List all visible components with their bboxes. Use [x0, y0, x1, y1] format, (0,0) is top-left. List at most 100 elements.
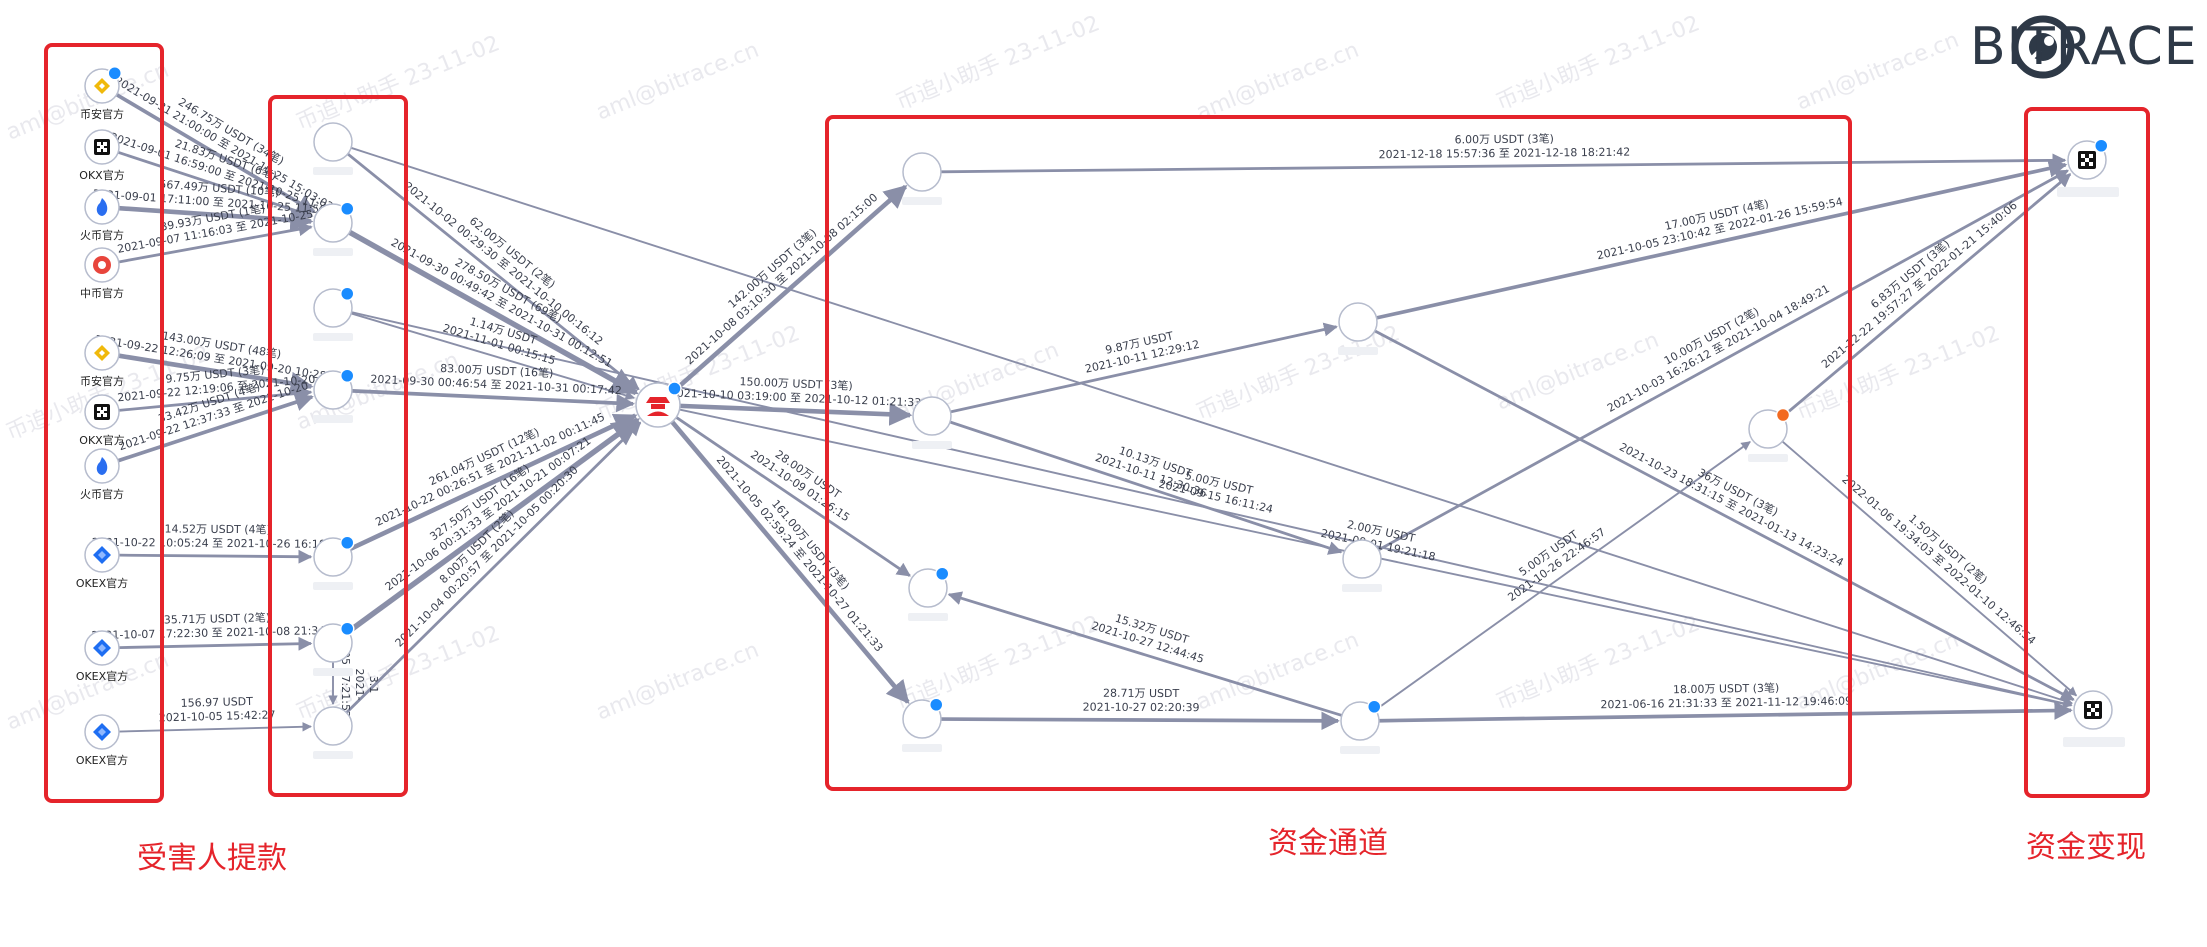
- verified-badge-icon: [2094, 138, 2109, 153]
- flow-edge-s7-w4[interactable]: [117, 393, 314, 463]
- flow-edge-w3-x2[interactable]: [351, 311, 2073, 708]
- redacted-address: [1340, 746, 1380, 754]
- verified-badge-icon: [1367, 699, 1382, 714]
- flow-edge-c8-x1[interactable]: [1781, 173, 2072, 418]
- node-c6[interactable]: [1342, 539, 1382, 592]
- flow-edge-s2-w2[interactable]: [117, 150, 314, 219]
- node-s5[interactable]: 币安官方: [80, 335, 124, 388]
- node-circle[interactable]: [1342, 539, 1382, 579]
- huobi-icon: [96, 457, 108, 475]
- node-s3[interactable]: 火币官方: [80, 189, 124, 242]
- node-s4[interactable]: 中币官方: [80, 247, 124, 300]
- binance-icon-center: [99, 350, 105, 356]
- flow-edge-s5-w4[interactable]: [118, 353, 314, 395]
- redacted-address: [902, 197, 942, 205]
- node-s1[interactable]: 币安官方: [80, 66, 124, 121]
- edge-amount-label: 150.00万 USDT (3笔): [739, 374, 853, 393]
- node-circle[interactable]: [912, 396, 952, 436]
- node-s7[interactable]: 火币官方: [80, 448, 124, 501]
- flow-edge-c2-c6[interactable]: [949, 420, 1343, 555]
- edge-label-c8-x2: 1.50万 USDT (2笔)2022-01-06 19:34:03 至 202…: [1839, 473, 2038, 647]
- node-s2[interactable]: OKX官方: [79, 129, 125, 182]
- flow-edge-c2-c5[interactable]: [950, 322, 1338, 414]
- node-circle[interactable]: [313, 122, 353, 162]
- node-w1[interactable]: [313, 122, 353, 175]
- node-label: OKX官方: [79, 168, 124, 182]
- flow-edge-s6-w4[interactable]: [118, 386, 313, 412]
- flow-edge-s4-w2[interactable]: [118, 222, 313, 264]
- edge-time-label: 2021-: [353, 669, 366, 701]
- flow-edge-h-c2[interactable]: [679, 402, 913, 426]
- flow-edge-w1-x2[interactable]: [350, 146, 2073, 706]
- node-h[interactable]: [635, 381, 682, 428]
- flow-edge-c1-x1[interactable]: [940, 153, 2067, 174]
- verified-badge-icon: [340, 286, 355, 301]
- flow-edge-c7-x2[interactable]: [1378, 701, 2073, 723]
- redacted-address: [2063, 737, 2125, 747]
- node-s8[interactable]: OKEX官方: [76, 537, 128, 590]
- node-c2[interactable]: [912, 396, 952, 449]
- node-x2[interactable]: [2063, 690, 2125, 747]
- huobi-icon: [96, 198, 108, 216]
- node-w7[interactable]: [313, 706, 353, 759]
- flow-edge-w7-h[interactable]: [345, 421, 642, 714]
- node-circle[interactable]: [902, 152, 942, 192]
- node-c4[interactable]: [902, 697, 944, 752]
- node-label: 火币官方: [80, 487, 124, 501]
- flow-edge-c5-x2[interactable]: [1374, 329, 2075, 701]
- node-label: 中币官方: [80, 286, 124, 300]
- flow-edge-c6-x1[interactable]: [1377, 169, 2069, 552]
- node-s6[interactable]: OKX官方: [79, 394, 125, 447]
- node-w3[interactable]: [313, 286, 355, 341]
- edge-amount-label: 6.00万 USDT (3笔): [1455, 131, 1554, 146]
- node-circle[interactable]: [313, 706, 353, 746]
- node-x1[interactable]: [2057, 138, 2119, 197]
- edge-amount-label: 14.52万 USDT (4笔): [165, 521, 271, 536]
- flow-edge-w6-h[interactable]: [346, 417, 641, 634]
- okx-icon: [94, 139, 110, 155]
- redacted-address: [902, 744, 942, 752]
- edge-time-label: 2022-01-06 19:34:03 至 2022-01-10 12:46:5…: [1839, 473, 2038, 647]
- group-label-cashout: 资金变现: [2026, 830, 2146, 865]
- flow-edge-s10-w7[interactable]: [118, 722, 312, 733]
- node-c7[interactable]: [1340, 699, 1382, 754]
- node-s9[interactable]: OKEX官方: [76, 630, 128, 683]
- flow-edge-h-c1[interactable]: [672, 184, 908, 393]
- flow-edge-c5-x1[interactable]: [1376, 159, 2068, 320]
- risk-flag-icon: [1775, 407, 1791, 423]
- flow-edge-s9-w6[interactable]: [118, 636, 313, 651]
- flow-edge-w5-h[interactable]: [349, 413, 638, 552]
- node-label: OKEX官方: [76, 669, 128, 683]
- node-c5[interactable]: [1338, 302, 1378, 355]
- flow-edge-w4-h[interactable]: [351, 389, 635, 413]
- node-w6[interactable]: [313, 621, 355, 676]
- edge-label-c1-x1: 6.00万 USDT (3笔)2021-12-18 15:57:36 至 202…: [1378, 131, 1630, 161]
- edge-amount-label: 35.71万 USDT (2笔): [164, 610, 271, 626]
- node-w5[interactable]: [313, 535, 355, 590]
- flow-edge-h-c4[interactable]: [670, 420, 910, 704]
- node-w4[interactable]: [313, 368, 355, 423]
- flow-edge-w3-h[interactable]: [350, 312, 635, 400]
- edge-time-label: 2021-10-22 10:05:24 至 2021-10-26 16:10:3…: [92, 536, 344, 551]
- flow-edge-c7-c8[interactable]: [1374, 441, 1751, 711]
- node-c1[interactable]: [902, 152, 942, 205]
- flow-edge-h-c3[interactable]: [675, 416, 911, 577]
- edge-time-label: 2021-10-07 17:22:30 至 2021-10-08 21:34:1…: [91, 624, 343, 642]
- flow-edge-s8-w5[interactable]: [118, 549, 313, 564]
- node-s10[interactable]: OKEX官方: [76, 714, 128, 767]
- node-label: 币安官方: [80, 107, 124, 121]
- flow-edge-c4-c7[interactable]: [940, 711, 1340, 731]
- edge-amount-label: 3.1: [367, 676, 380, 694]
- node-w2[interactable]: [313, 201, 355, 256]
- node-c3[interactable]: [908, 566, 950, 621]
- flow-edge-s3-w2[interactable]: [118, 205, 314, 232]
- flow-edge-w1-h[interactable]: [346, 152, 640, 391]
- node-circle[interactable]: [1338, 302, 1378, 342]
- okex-icon-inner: [98, 551, 106, 559]
- group-label-victim-withdrawal: 受害人提款: [137, 841, 287, 876]
- flow-edge-s1-w2[interactable]: [115, 93, 316, 214]
- flow-edge-c7-c3[interactable]: [947, 591, 1343, 717]
- victim-withdrawal-sources-frame: [44, 43, 164, 803]
